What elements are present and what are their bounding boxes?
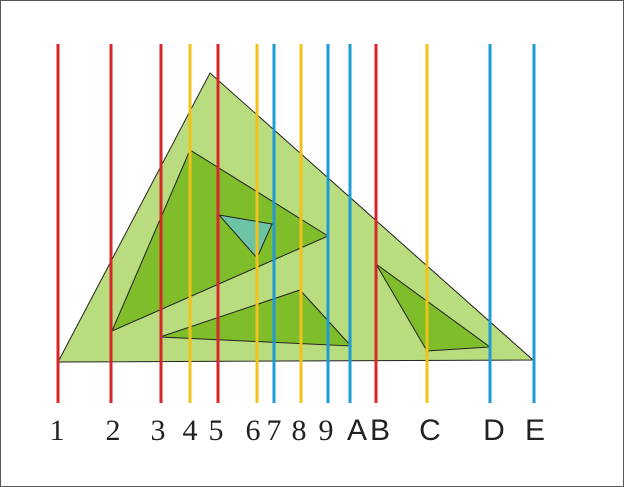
sweep-label-8: 8 [292, 414, 307, 447]
inner-triangle-right [375, 263, 492, 352]
sweep-label-3: 3 [151, 414, 166, 447]
sweep-label-7: 7 [267, 414, 282, 447]
sweep-label-e: E [525, 414, 545, 447]
sweep-label-9: 9 [319, 414, 334, 447]
sweep-lines [56, 44, 536, 403]
inner-triangle-left [111, 149, 330, 332]
sweep-label-b: B [370, 414, 390, 447]
sweep-label-1: 1 [50, 414, 65, 447]
sweep-label-6: 6 [246, 414, 261, 447]
sweep-label-c: C [419, 414, 441, 447]
sweep-label-d: D [483, 414, 505, 447]
sweep-label-4: 4 [183, 414, 198, 447]
sweep-label-2: 2 [106, 414, 121, 447]
sweep-label-5: 5 [209, 414, 224, 447]
sweep-label-a: A [347, 414, 367, 447]
center-triangle [217, 214, 273, 259]
